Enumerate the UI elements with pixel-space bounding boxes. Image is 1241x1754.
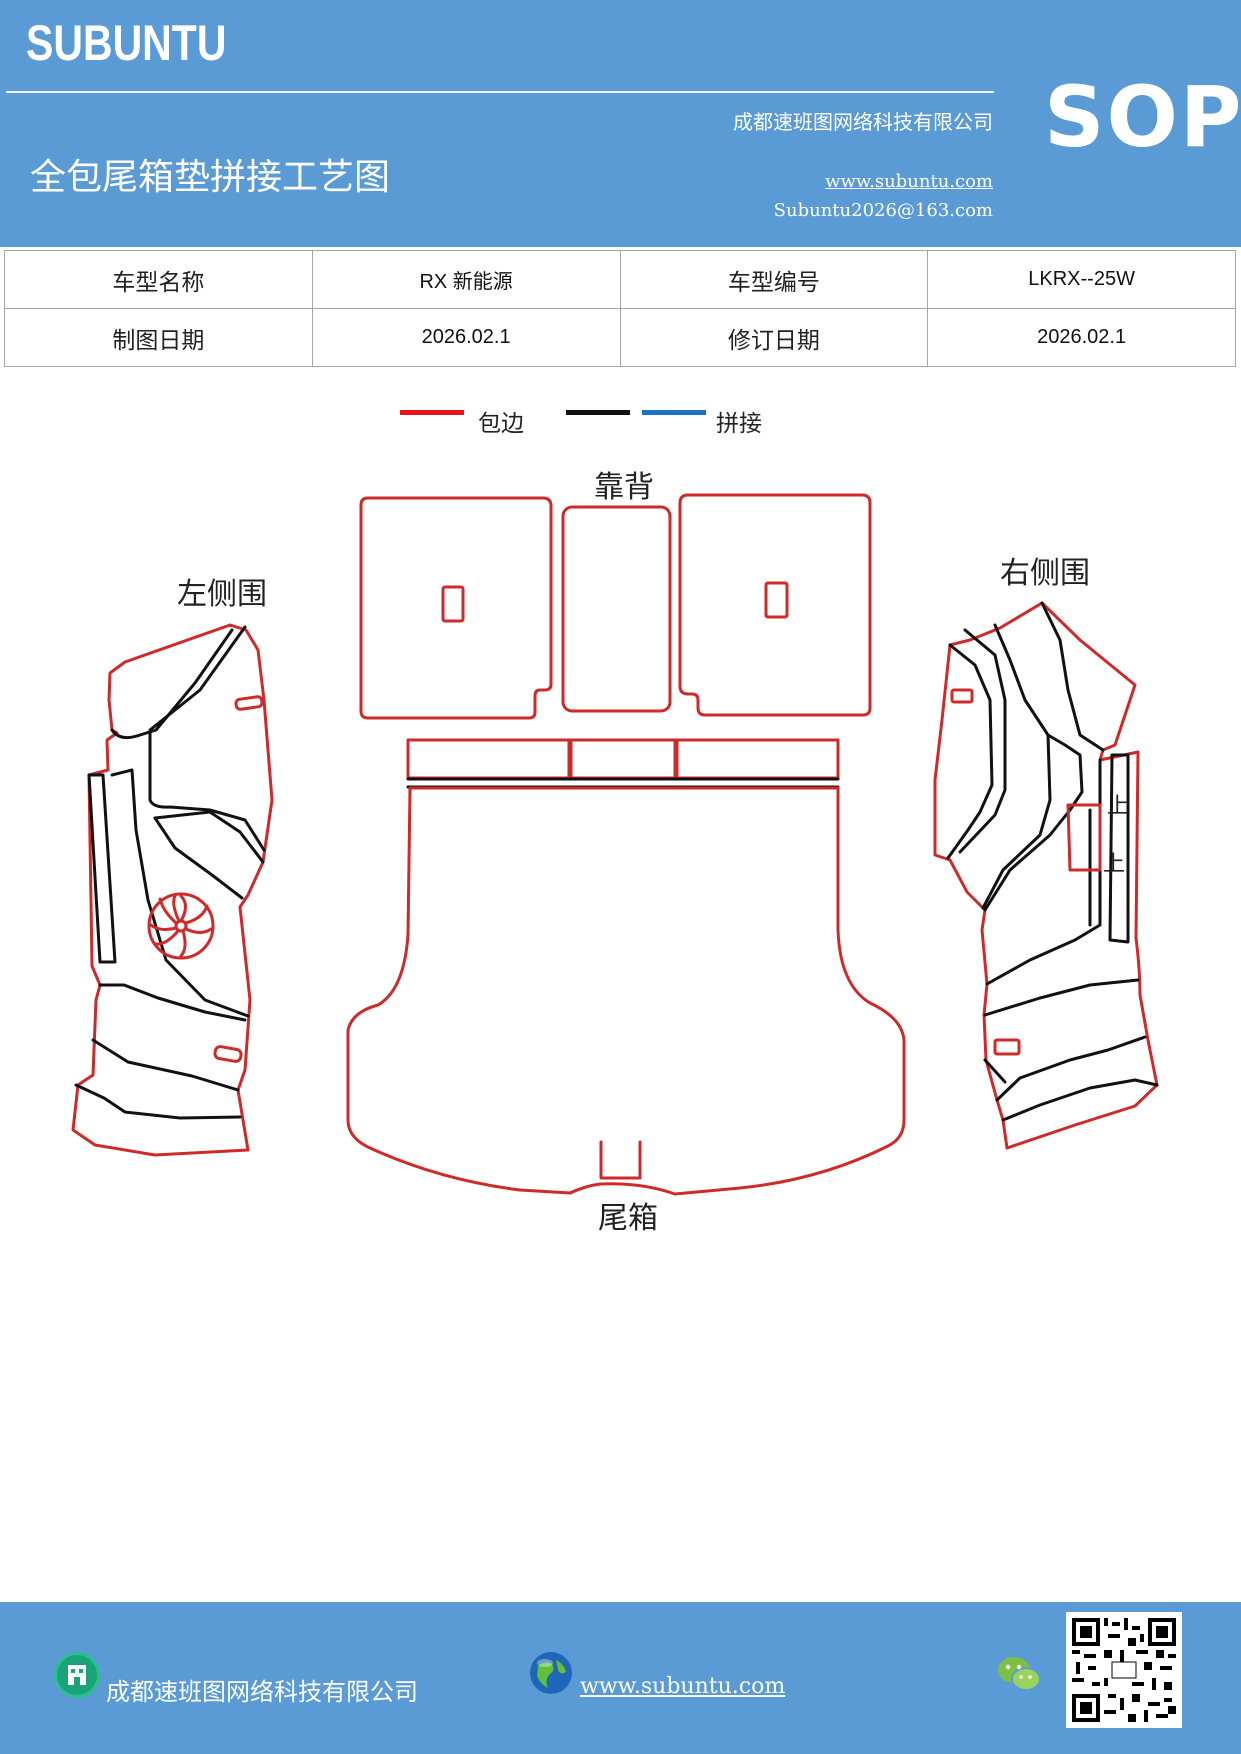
sop-badge: SOP	[1044, 68, 1241, 166]
globe-icon	[528, 1650, 574, 1696]
backrest-middle-panel	[561, 505, 672, 713]
footer-banner: 成都速班图网络科技有限公司 www.subuntu.com	[0, 1602, 1241, 1754]
footer-company: 成都速班图网络科技有限公司	[106, 1678, 418, 1706]
logo-emblem	[147, 892, 215, 960]
legend-wrap-swatch	[400, 410, 464, 415]
backrest-right-panel	[678, 493, 872, 717]
legend-wrap-label: 包边	[478, 411, 524, 437]
table-row: 车型名称 RX 新能源 车型编号 LKRX--25W	[4, 250, 1236, 309]
drawing-date-label: 制图日期	[4, 308, 313, 367]
backrest-left-panel	[359, 496, 553, 720]
trunk-mat-diagram: 靠背 左侧围 右侧围 尾箱	[71, 470, 1159, 1236]
header-website-link[interactable]: www.subuntu.com	[825, 171, 993, 192]
header-email[interactable]: Subuntu2026@163.com	[773, 200, 993, 221]
legend-splice-black-swatch	[566, 410, 630, 415]
header-divider	[6, 91, 994, 93]
right-mark-up-2: 上	[1103, 852, 1125, 877]
legend-splice-blue-swatch	[642, 410, 706, 415]
model-name-value: RX 新能源	[311, 250, 621, 309]
right-side-label: 右侧围	[1000, 556, 1090, 591]
document-title: 全包尾箱垫拼接工艺图	[30, 157, 391, 198]
wechat-icon[interactable]	[996, 1654, 1042, 1694]
model-code-label: 车型编号	[619, 250, 929, 309]
revision-date-value: 2026.02.1	[927, 308, 1236, 367]
model-code-value: LKRX--25W	[927, 250, 1236, 309]
trunk-main-mat	[346, 786, 906, 1196]
header-banner: SUBUNTU 成都速班图网络科技有限公司 全包尾箱垫拼接工艺图 www.sub…	[0, 0, 1241, 247]
left-side-label: 左侧围	[177, 577, 267, 612]
footer-website-link[interactable]: www.subuntu.com	[580, 1674, 786, 1699]
building-icon	[54, 1652, 100, 1698]
trunk-top-strips	[406, 738, 840, 789]
header-company: 成都速班图网络科技有限公司	[733, 110, 993, 134]
right-side-panel: 上 上	[933, 601, 1159, 1150]
legend-splice-label: 拼接	[716, 411, 762, 437]
qr-code[interactable]	[1066, 1612, 1182, 1728]
vehicle-info-table: 车型名称 RX 新能源 车型编号 LKRX--25W 制图日期 2026.02.…	[4, 250, 1236, 367]
left-side-panel	[71, 623, 274, 1157]
model-name-label: 车型名称	[4, 250, 313, 309]
revision-date-label: 修订日期	[619, 308, 929, 367]
drawing-date-value: 2026.02.1	[311, 308, 621, 367]
legend: 包边 拼接	[400, 400, 820, 440]
brand-logo: SUBUNTU	[26, 15, 227, 71]
right-mark-up-1: 上	[1107, 794, 1129, 819]
trunk-label: 尾箱	[598, 1201, 658, 1236]
table-row: 制图日期 2026.02.1 修订日期 2026.02.1	[4, 308, 1236, 367]
backrest-label: 靠背	[594, 470, 654, 505]
